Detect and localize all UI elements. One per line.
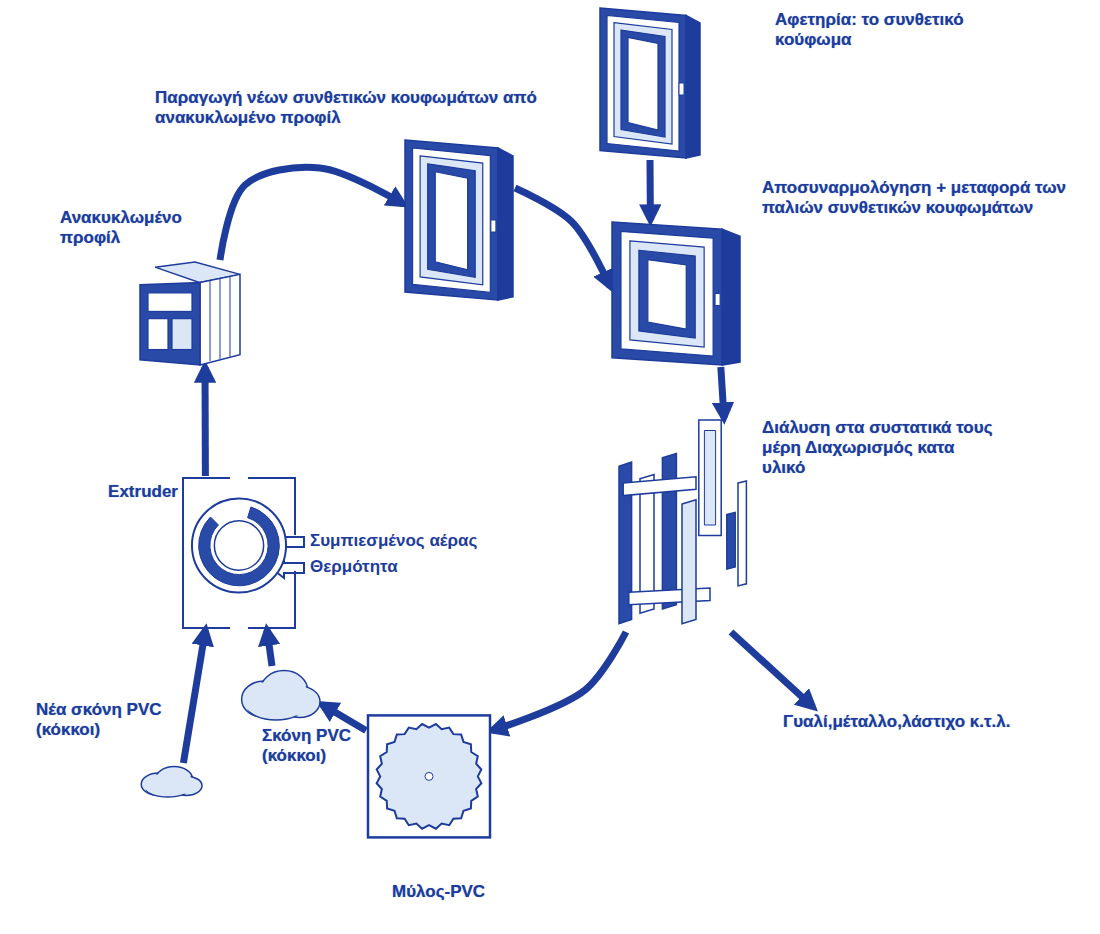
picture-part — [148, 293, 192, 312]
step-label: Νέα σκόνη PVC (κόκκοι) — [36, 700, 172, 740]
pvc-mill: Μύλος-PVC — [368, 705, 490, 875]
step-label: Ανακυκλωμένο προφίλ — [60, 208, 202, 248]
picture-part — [220, 278, 221, 358]
window-frame: Παραγωγή νέων συνθετικών κουφωμάτων από … — [405, 140, 513, 300]
picture-part — [148, 783, 188, 796]
picture-part — [435, 172, 467, 270]
picture-part — [214, 521, 263, 570]
picture-part — [722, 229, 740, 365]
pvc-granules-picture — [140, 765, 202, 797]
window-frame-picture — [405, 140, 513, 300]
flow-arrow — [267, 630, 272, 666]
step-label: Παραγωγή νέων συνθετικών κουφωμάτων από … — [155, 88, 585, 128]
step-label: Αποσυναρμολόγηση + μεταφορά των παλιών σ… — [762, 178, 1097, 218]
picture-part — [614, 23, 672, 144]
picture-part — [699, 420, 721, 536]
picture-part — [630, 241, 704, 347]
input-label: Συμπιεσμένος αέρας — [308, 531, 479, 551]
picture-part — [428, 164, 476, 278]
picture-part — [621, 231, 713, 356]
picture-part — [738, 481, 746, 586]
profile-section-picture — [140, 262, 240, 365]
picture-part — [200, 274, 240, 365]
picture-part — [183, 478, 295, 628]
picture-part — [420, 156, 483, 285]
picture-part — [662, 454, 676, 609]
picture-part — [679, 83, 684, 95]
extruder-box-picture — [183, 478, 295, 628]
window-frame-picture — [600, 8, 700, 158]
step-label: Αφετηρία: το συνθετικό κούφωμα — [775, 10, 1015, 50]
step-label: Γυαλί,μέταλλο,λάστιχο κ.τ.λ. — [783, 712, 1085, 732]
window-frame: Αποσυναρμολόγηση + μεταφορά των παλιών σ… — [612, 222, 740, 365]
picture-part — [623, 477, 696, 496]
step-label: Μύλος-PVC — [392, 882, 522, 902]
picture-part — [425, 772, 433, 780]
picture-part — [628, 37, 658, 130]
picture-part — [648, 260, 686, 330]
picture-part — [199, 507, 280, 586]
picture-part — [172, 319, 192, 350]
picture-part — [377, 724, 482, 829]
picture-part — [686, 16, 700, 159]
picture-part — [192, 498, 286, 592]
picture-part — [250, 696, 303, 719]
picture-part — [639, 250, 695, 338]
picture-part — [413, 148, 491, 293]
frame-parts: Διάλυση στα συστατικά τους μέρη Διαχωρισ… — [612, 420, 752, 630]
step-label: Σκόνη PVC (κόκκοι) — [262, 726, 362, 766]
picture-part — [140, 283, 200, 365]
flow-arrow — [647, 160, 654, 220]
picture-part — [600, 8, 686, 158]
picture-part — [405, 140, 498, 300]
flow-arrow — [731, 632, 813, 707]
input-label: Θερμότητα — [308, 557, 400, 577]
picture-part — [230, 276, 231, 356]
picture-part — [727, 512, 735, 569]
picture-part — [715, 294, 720, 306]
flow-arrow — [202, 367, 209, 476]
picture-part — [612, 222, 722, 365]
picture-part — [491, 220, 496, 232]
picture-part — [704, 431, 715, 526]
pvc-mill-picture — [368, 705, 490, 875]
window-frame-picture — [612, 222, 740, 365]
step-label: Διάλυση στα συστατικά τους μέρη Διαχωρισ… — [762, 418, 1002, 478]
output-materials: Γυαλί,μέταλλο,λάστιχο κ.τ.λ. — [783, 712, 1083, 733]
window-frame: Αφετηρία: το συνθετικό κούφωμα — [600, 8, 700, 158]
picture-part — [498, 148, 513, 300]
extruder-box: Extruder — [183, 478, 295, 628]
picture-part — [629, 588, 710, 605]
picture-part — [621, 30, 665, 137]
flow-arrow — [492, 632, 626, 731]
picture-part — [210, 281, 211, 361]
profile-section: Ανακυκλωμένο προφίλ — [140, 262, 240, 365]
step-label: Extruder — [100, 482, 178, 502]
pvc-granules-picture — [240, 668, 320, 720]
pvc-granules: Σκόνη PVC (κόκκοι) — [240, 668, 320, 720]
flow-arrow — [515, 188, 610, 286]
frame-parts-picture — [612, 420, 752, 630]
flow-arrow — [183, 630, 205, 763]
flow-arrow — [721, 367, 724, 418]
picture-part — [682, 500, 696, 624]
pvc-granules: Νέα σκόνη PVC (κόκκοι) — [140, 765, 202, 797]
picture-part — [607, 15, 679, 151]
picture-part — [368, 715, 490, 837]
picture-part — [148, 319, 168, 350]
flow-arrow — [220, 167, 403, 260]
